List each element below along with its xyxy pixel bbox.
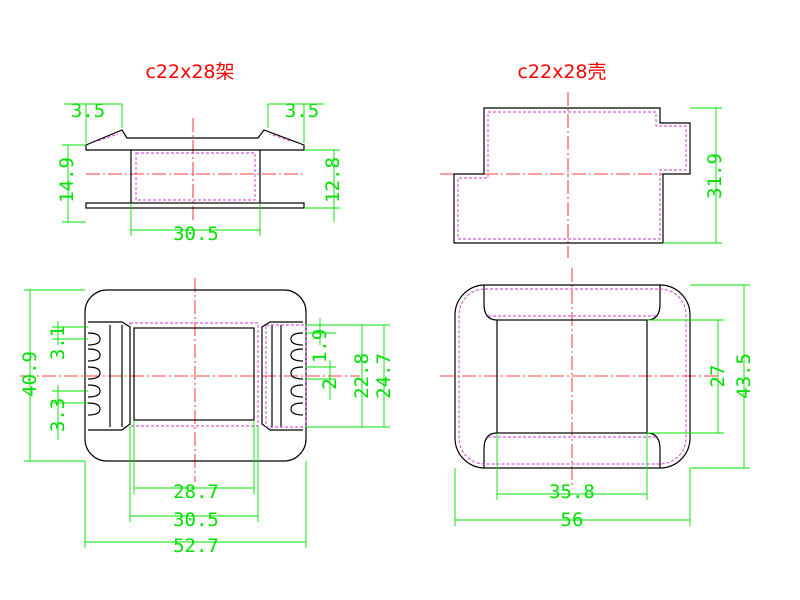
dim-overall-width: 52.7 [173,535,219,557]
dim-pin-pitch-bottom: 3.3 [47,398,69,432]
bobbin-front-dimensions [24,289,390,548]
bobbin-front-view [20,278,360,482]
dim-pin-offset: 1.9 [309,329,331,363]
bobbin-side-view [85,118,305,222]
bobbin-title: c22x28架 [145,61,234,83]
shell-side-dimensions [663,107,722,244]
dim-window-outer-height: 24.7 [373,353,395,399]
shell-title: c22x28壳 [517,61,606,83]
dim-shell-inner-width: 35.8 [549,481,595,503]
shell-front-dimensions [454,284,750,526]
dim-pin-pitch-top: 3.1 [47,326,69,360]
dim-window-height: 22.8 [351,353,373,399]
dim-window-width: 28.7 [173,481,219,503]
dim-bobbin-width: 30.5 [173,223,219,245]
dim-pin-gap: 2 [319,378,341,389]
dim-shell-outer-height: 43.5 [733,353,755,399]
shell-front-view [440,268,720,486]
dim-front-height: 40.9 [19,351,41,397]
dim-bobbin-inner-height: 12.8 [322,157,344,203]
dim-shell-height: 31.9 [704,153,726,199]
shell-side-view [440,92,691,258]
dim-shell-outer-width: 56 [561,509,584,531]
dim-bobbin-height: 14.9 [56,157,78,203]
dim-shell-inner-height: 27 [707,365,729,388]
bobbin-side-dimensions [62,103,340,236]
dim-top-right-flange: 3.5 [285,100,319,122]
dim-core-width: 30.5 [173,509,219,531]
dim-top-left-flange: 3.5 [71,100,105,122]
